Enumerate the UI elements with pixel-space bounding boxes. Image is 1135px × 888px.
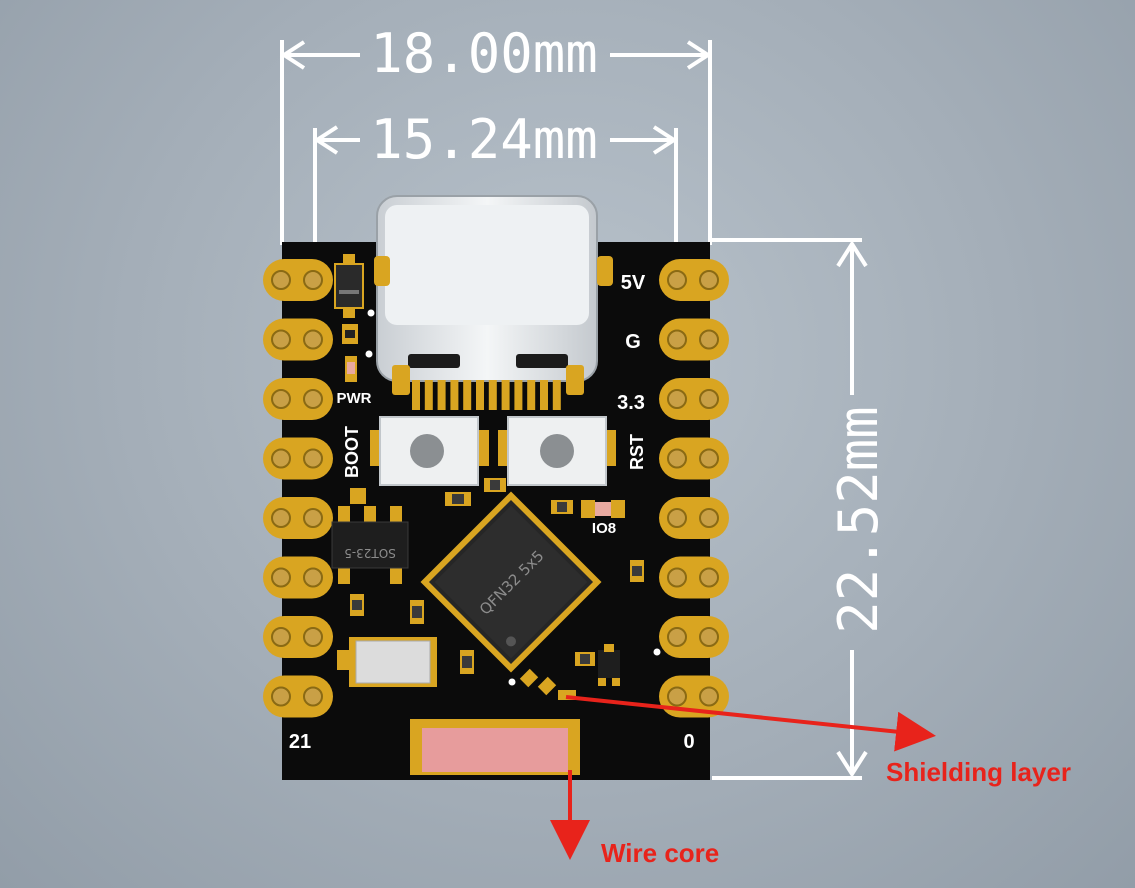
passive-components xyxy=(337,478,644,700)
usb-pin xyxy=(552,380,561,410)
header-pad[interactable] xyxy=(659,437,729,480)
via-dot xyxy=(653,648,661,656)
inner-width-label: 15.24mm xyxy=(370,108,598,171)
header-pad[interactable] xyxy=(263,318,333,361)
pin-5v-label: 5V xyxy=(621,272,646,294)
header-pad[interactable] xyxy=(263,378,333,420)
wire-core-callout: Wire core xyxy=(601,838,719,868)
boot-label: BOOT xyxy=(342,426,362,478)
pin-0-label: 0 xyxy=(683,731,694,753)
boot-button[interactable] xyxy=(370,416,489,486)
header-pad[interactable] xyxy=(263,556,333,599)
pwr-label: PWR xyxy=(337,390,372,407)
reset-button[interactable] xyxy=(498,416,616,486)
antenna-feed-components xyxy=(519,668,557,696)
header-pad[interactable] xyxy=(659,497,729,539)
usb-pin xyxy=(463,380,472,410)
pin-g-label: G xyxy=(625,331,641,353)
dimension-outer-width: 18.00mm xyxy=(280,22,712,245)
dimension-height: 22.52mm xyxy=(712,238,890,780)
shielding-layer-callout: Shielding layer xyxy=(886,757,1071,787)
io8-label: IO8 xyxy=(592,520,616,537)
usb-c-connector xyxy=(374,195,613,395)
crystal xyxy=(349,637,437,687)
usb-pin xyxy=(437,380,446,410)
transistor xyxy=(598,644,620,686)
via-dot xyxy=(367,309,375,317)
via-dot xyxy=(508,678,516,686)
usb-pin xyxy=(412,380,420,410)
header-pad[interactable] xyxy=(659,318,729,361)
rst-label: RST xyxy=(627,434,647,470)
left-header-pads xyxy=(263,259,333,718)
shielding-arrow xyxy=(565,695,936,752)
regulator-package-label: SOT23-5 xyxy=(344,546,396,560)
header-pad[interactable] xyxy=(659,378,729,420)
usb-pin xyxy=(424,380,433,410)
right-header-pads xyxy=(659,259,729,718)
header-pad[interactable] xyxy=(659,259,729,301)
mcu-chip: QFN32 5x5 xyxy=(420,491,602,673)
passive-component xyxy=(350,488,366,504)
small-passive-top-left xyxy=(342,324,358,382)
usb-pin xyxy=(476,380,484,410)
header-pad[interactable] xyxy=(263,616,333,658)
header-pad[interactable] xyxy=(263,259,333,301)
header-pad[interactable] xyxy=(659,556,729,599)
outer-width-label: 18.00mm xyxy=(370,22,598,85)
usb-pin xyxy=(501,380,510,410)
usb-pin xyxy=(540,380,548,410)
height-label: 22.52mm xyxy=(827,406,890,634)
voltage-regulator: SOT23-5 xyxy=(331,506,409,584)
pin-33-label: 3.3 xyxy=(617,392,645,414)
header-pad[interactable] xyxy=(263,497,333,539)
usb-pin xyxy=(450,380,459,410)
usb-pin xyxy=(514,380,523,410)
usb-c-pins xyxy=(412,380,561,410)
io8-led xyxy=(581,500,625,518)
usb-pin xyxy=(488,380,497,410)
header-pad[interactable] xyxy=(263,437,333,480)
pin-21-label: 21 xyxy=(289,731,311,753)
header-pad[interactable] xyxy=(263,675,333,718)
usb-pin xyxy=(527,380,536,410)
dimension-inner-width: 15.24mm xyxy=(313,108,678,245)
header-pad[interactable] xyxy=(659,616,729,658)
antenna-connector xyxy=(410,719,580,775)
via-dot xyxy=(365,350,373,358)
diode-component xyxy=(334,254,364,318)
